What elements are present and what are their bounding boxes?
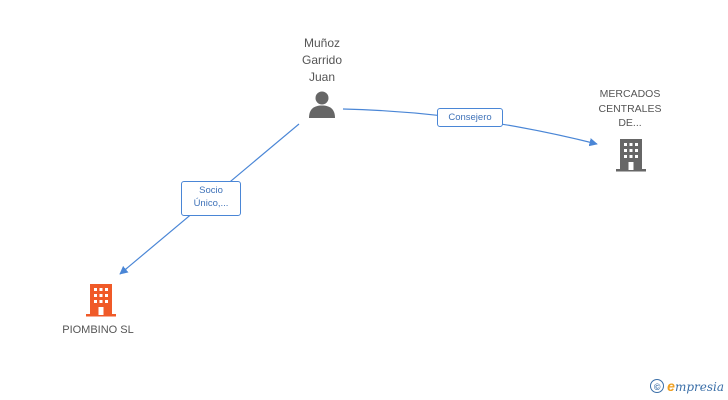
building-icon[interactable]	[84, 283, 118, 317]
person-name-label[interactable]: Muñoz Garrido Juan	[282, 35, 362, 86]
person-name-line: Muñoz	[303, 36, 341, 50]
mercados-name-label[interactable]: MERCADOS CENTRALES DE...	[585, 87, 675, 131]
mercados-name-line: MERCADOS	[599, 88, 661, 100]
person-icon[interactable]	[307, 89, 337, 119]
brand-logo-text: mpresia	[674, 380, 724, 394]
edge-label-text: Único,...	[193, 198, 229, 209]
building-icon[interactable]	[614, 138, 648, 172]
person-name-line: Juan	[308, 70, 336, 84]
mercados-name-line: CENTRALES	[598, 102, 662, 115]
mercados-name-line: DE...	[618, 117, 642, 129]
piombino-name-label[interactable]: PIOMBINO SL	[48, 323, 148, 338]
edge-label-text: Consejero	[448, 112, 492, 123]
copyright-icon: ©	[650, 379, 665, 393]
person-name-line: Garrido	[301, 53, 342, 67]
edge-label-consejero[interactable]: Consejero	[437, 108, 503, 127]
edge-label-socio-unico[interactable]: Socio Único,...	[181, 181, 241, 216]
edge-label-text: Socio	[199, 185, 223, 196]
brand-watermark: © empresia	[650, 378, 724, 394]
brand-logo-initial: e	[667, 378, 675, 394]
brand-logo: empresia	[667, 378, 724, 394]
piombino-name: PIOMBINO SL	[62, 324, 134, 336]
